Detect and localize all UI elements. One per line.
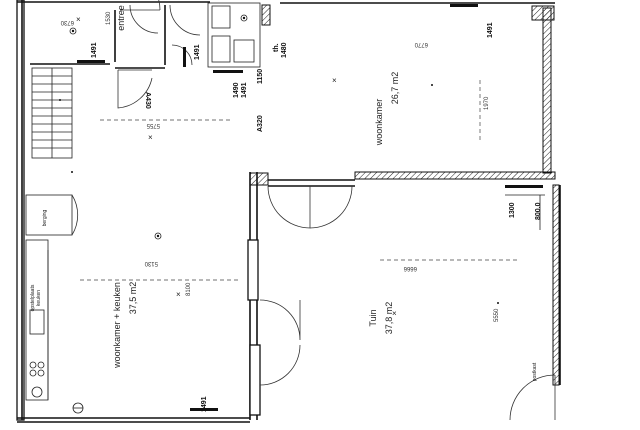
code-th: th. xyxy=(273,43,280,52)
svg-text:×: × xyxy=(148,133,153,142)
dimension-texts: 6730 1530 6770 1970 5755 5130 8100 6666 … xyxy=(60,11,500,322)
dimension-lines xyxy=(80,80,545,281)
room-woonkamer-name: woonkamer xyxy=(374,99,384,147)
code-1491-top: 1491 xyxy=(487,22,494,38)
svg-text:×: × xyxy=(176,290,181,299)
svg-text:×: × xyxy=(76,15,81,24)
code-1491-bath-a: 1491 xyxy=(194,44,201,60)
doors xyxy=(71,0,556,421)
dim-5130: 5130 xyxy=(144,260,158,266)
code-bars xyxy=(77,4,543,411)
label-berging: berging xyxy=(42,209,48,226)
code-a320: A320 xyxy=(257,115,264,132)
dim-6730: 6730 xyxy=(60,19,74,25)
svg-text:×: × xyxy=(392,309,397,318)
room-entree-name: entree xyxy=(116,5,126,31)
room-woonkamer-area: 26,7 m2 xyxy=(390,72,400,105)
label-opstelplaats: opstelplaats xyxy=(30,284,36,311)
stairs xyxy=(32,68,72,158)
markers: × × × × × xyxy=(59,14,499,318)
code-1150: 1150 xyxy=(257,69,264,84)
dim-1970: 1970 xyxy=(484,96,490,110)
code-1490: 1490 xyxy=(233,82,240,98)
room-keuken-area: 37,5 m2 xyxy=(128,282,138,315)
code-1480: 1480 xyxy=(281,42,288,58)
room-tuin-area: 37,8 m2 xyxy=(384,302,394,335)
interior-walls xyxy=(25,2,355,420)
element-codes: 1491 1491 1491 1491 1491 1491 1490 1480 … xyxy=(91,22,542,412)
room-tuin-name: Tuin xyxy=(368,309,378,326)
code-1491-bath-b: 1491 xyxy=(241,82,248,98)
svg-text:×: × xyxy=(332,76,337,85)
label-postkast: postkast xyxy=(532,362,538,381)
code-a430: A430 xyxy=(144,92,151,109)
code-1491-bottom: 1491 xyxy=(201,396,208,412)
dim-6666: 6666 xyxy=(403,265,417,271)
label-opstel-keuken: keuken xyxy=(36,290,42,306)
room-keuken-name: woonkamer + keuken xyxy=(112,282,122,369)
dim-5755: 5755 xyxy=(146,122,160,128)
code-1491-entry: 1491 xyxy=(91,42,98,58)
code-800: 800.0 xyxy=(535,202,542,220)
dim-1530: 1530 xyxy=(106,11,112,25)
exterior-walls xyxy=(16,0,561,423)
code-1300: 1300 xyxy=(509,202,516,218)
dim-6770: 6770 xyxy=(414,41,428,47)
dim-5550: 5550 xyxy=(494,308,500,322)
room-labels: woonkamer 26,7 m2 woonkamer + keuken 37,… xyxy=(30,5,538,381)
dim-8100: 8100 xyxy=(186,282,192,296)
